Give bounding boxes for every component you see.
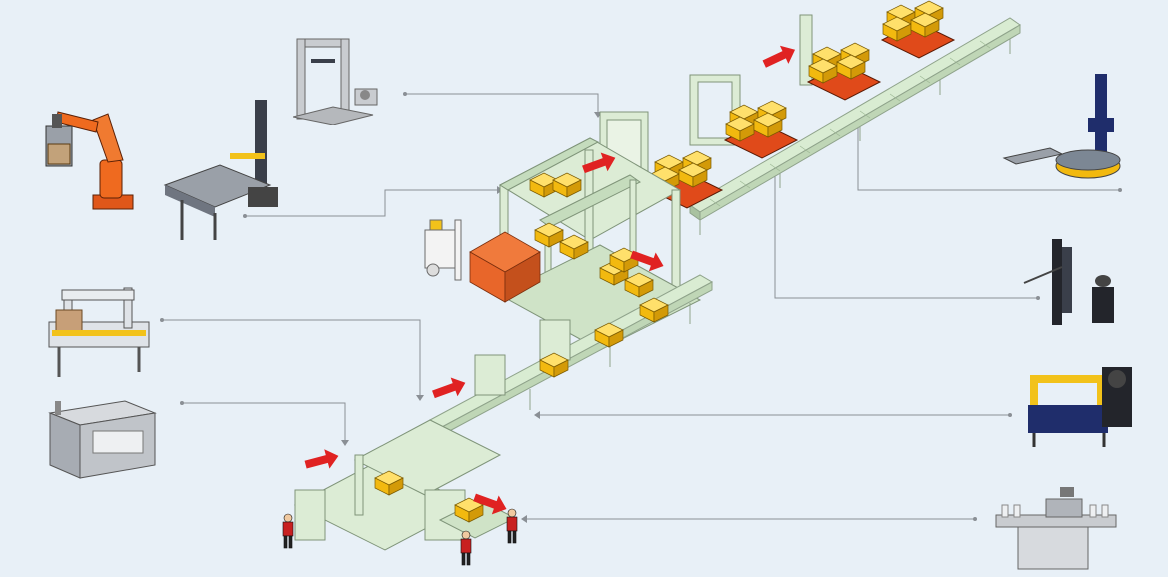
callout-arm-wrapper	[774, 168, 1038, 299]
arm-wrapper	[1018, 237, 1123, 329]
empty-pallet-stack	[469, 231, 541, 303]
callout-lines	[162, 93, 1120, 520]
operators	[282, 508, 518, 566]
pallet-load	[806, 42, 882, 101]
flow-arrow-icon	[473, 493, 507, 515]
column-palletizer-icon	[163, 100, 278, 240]
box-strapping-machine	[1020, 357, 1135, 449]
operator-3	[506, 508, 518, 544]
palletizing-robot	[38, 100, 143, 215]
labeling-machine-icon	[995, 487, 1117, 570]
upper-conveyor	[689, 17, 1021, 235]
pallet-strapping-machine	[293, 37, 383, 125]
loaded-pallets	[648, 0, 956, 209]
carton-sealer	[44, 282, 156, 382]
stretch-wrapper	[1000, 70, 1125, 185]
case-erector-icon	[48, 400, 157, 479]
flow-arrow-icon	[432, 377, 466, 399]
stretch-wrapper-icon	[1002, 74, 1121, 179]
strapping-frame-icon	[293, 38, 378, 125]
callout-sealer	[162, 319, 421, 395]
flow-arrows	[304, 45, 796, 515]
labeling-machine	[990, 483, 1125, 573]
pallet-load	[880, 0, 956, 59]
flow-arrow-icon	[304, 449, 339, 469]
callout-palletizer	[245, 189, 497, 217]
operator-2	[460, 530, 472, 566]
flow-arrow-icon	[630, 250, 664, 272]
case-erector	[45, 393, 160, 483]
forklift	[424, 219, 462, 281]
callout-strapping	[405, 93, 599, 112]
flow-arrow-icon	[762, 45, 796, 68]
carton-sealer-icon	[48, 287, 150, 377]
column-palletizer	[160, 95, 310, 245]
robot-arm-icon	[45, 111, 134, 210]
callout-erector	[182, 402, 346, 440]
packing-area	[293, 419, 517, 551]
box-strapping-icon	[1028, 367, 1132, 447]
operator-1	[282, 513, 294, 549]
flow-arrow-icon	[582, 152, 616, 174]
callout-wrapper	[857, 112, 1120, 191]
arm-wrapper-icon	[1023, 239, 1114, 325]
pallet-load	[723, 100, 799, 159]
